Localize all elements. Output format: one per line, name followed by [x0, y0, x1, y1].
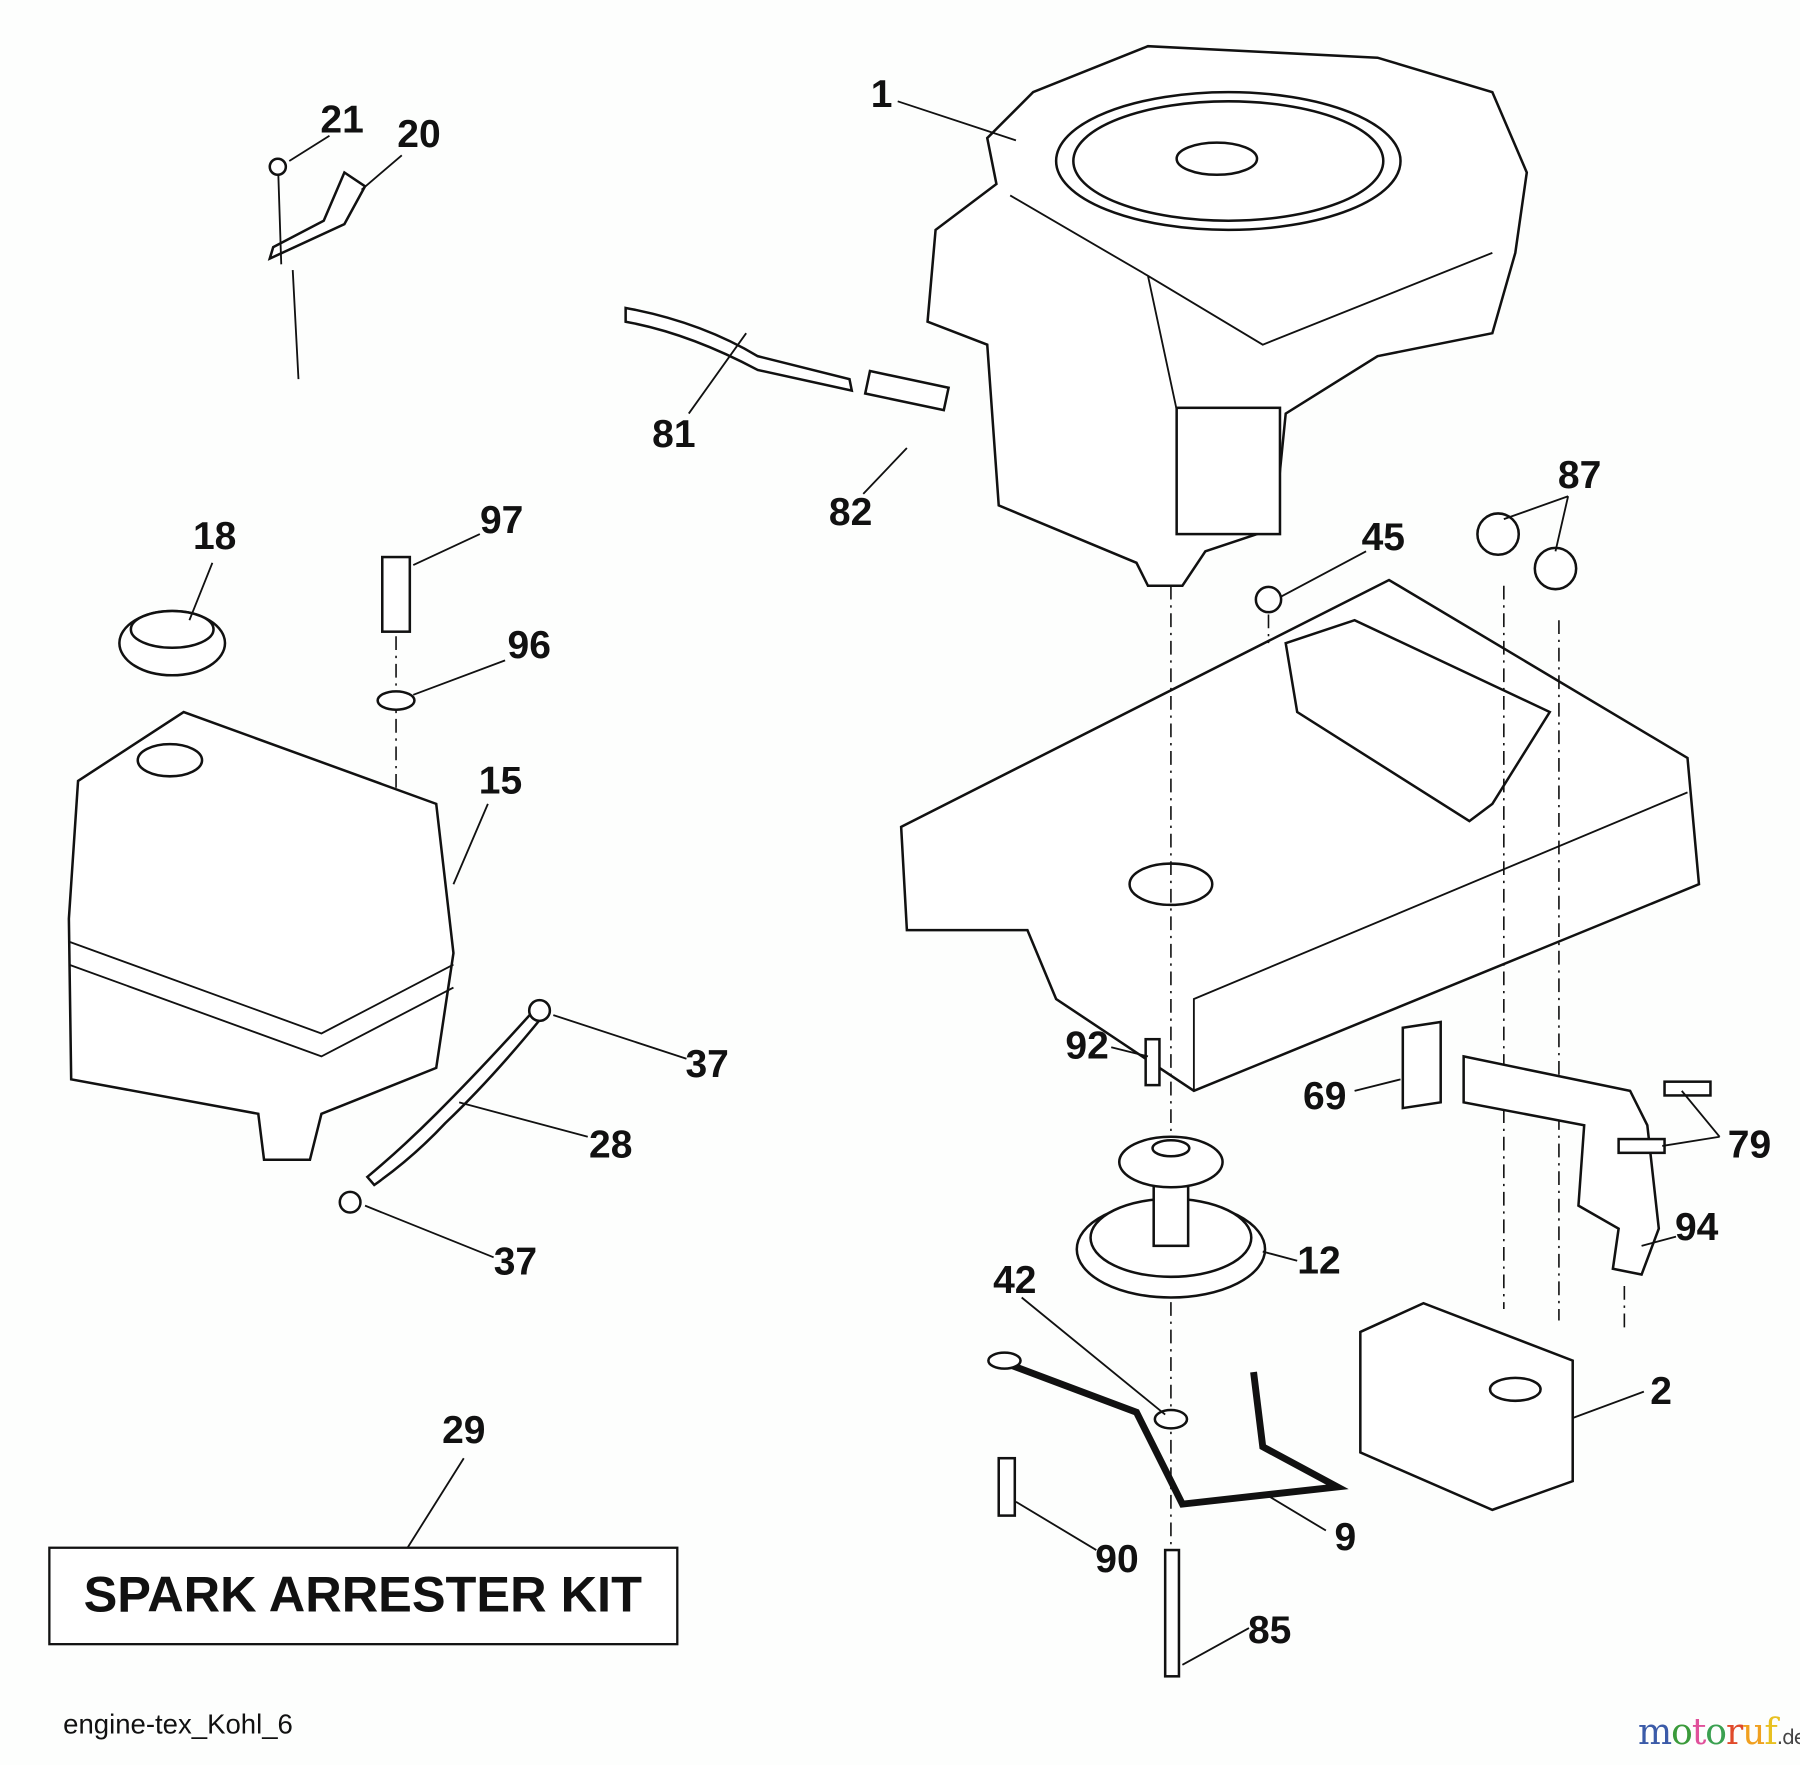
fuel-hose-28-drawing: [365, 1008, 544, 1187]
callout-15: 15: [479, 760, 522, 803]
fuel-hose-drawing: [624, 306, 854, 393]
callout-2: 2: [1650, 1370, 1672, 1413]
callout-37b: 37: [494, 1241, 537, 1284]
brace-drawing: [997, 1357, 1349, 1508]
callout-87: 87: [1558, 454, 1601, 497]
engine-drawing: [926, 44, 1529, 588]
callout-28: 28: [589, 1123, 632, 1166]
engine-mount-plate-drawing: [899, 578, 1701, 1093]
callout-81: 81: [652, 413, 695, 456]
callout-79: 79: [1728, 1123, 1771, 1166]
washer-96-drawing: [376, 690, 416, 711]
callout-82: 82: [829, 491, 872, 534]
callout-45: 45: [1362, 516, 1405, 559]
file-label: engine-tex_Kohl_6: [63, 1709, 293, 1740]
callout-96: 96: [508, 624, 551, 667]
callout-42: 42: [993, 1259, 1036, 1302]
pulley-drawing: [1075, 1135, 1267, 1299]
callout-20: 20: [397, 113, 440, 156]
washer-42-drawing: [1153, 1408, 1189, 1430]
callout-97: 97: [480, 499, 523, 542]
bolt-87a-drawing: [1476, 512, 1521, 557]
callout-18: 18: [193, 515, 236, 558]
motoruf-logo: motoruf.de: [1638, 1712, 1800, 1753]
fuel-fitting-drawing: [863, 369, 951, 412]
bolt-97-drawing: [381, 555, 412, 633]
clamp-37b-drawing: [338, 1190, 362, 1214]
callout-21: 21: [320, 98, 363, 141]
callout-94: 94: [1675, 1206, 1719, 1249]
bolt-79b-drawing: [1617, 1137, 1666, 1155]
callout-90: 90: [1095, 1538, 1138, 1581]
spark-arrester-kit-box: [48, 1546, 679, 1646]
fuel-tank-drawing: [67, 710, 455, 1161]
exhaust-pipe-drawing: [1462, 1054, 1661, 1276]
callout-92: 92: [1065, 1025, 1108, 1068]
bolt-90-drawing: [997, 1456, 1017, 1517]
callout-37a: 37: [685, 1043, 728, 1086]
callout-85: 85: [1248, 1609, 1291, 1652]
callout-69: 69: [1303, 1075, 1346, 1118]
callout-12: 12: [1297, 1239, 1340, 1282]
callout-9: 9: [1335, 1516, 1357, 1559]
muffler-drawing: [1359, 1301, 1574, 1512]
spark-arrester-kit-label: SPARK ARRESTER KIT: [84, 1566, 642, 1623]
nut-45-drawing: [1254, 585, 1283, 614]
callout-1: 1: [871, 73, 893, 116]
bolt-87b-drawing: [1533, 546, 1578, 591]
callout-29: 29: [442, 1409, 485, 1452]
bolt-79a-drawing: [1663, 1080, 1712, 1097]
clamp-37a-drawing: [527, 998, 552, 1023]
throttle-bracket-drawing: [267, 157, 367, 380]
bolt-92-drawing: [1144, 1037, 1161, 1087]
gasket-drawing: [1401, 1020, 1442, 1110]
bolt-85-drawing: [1163, 1548, 1181, 1678]
